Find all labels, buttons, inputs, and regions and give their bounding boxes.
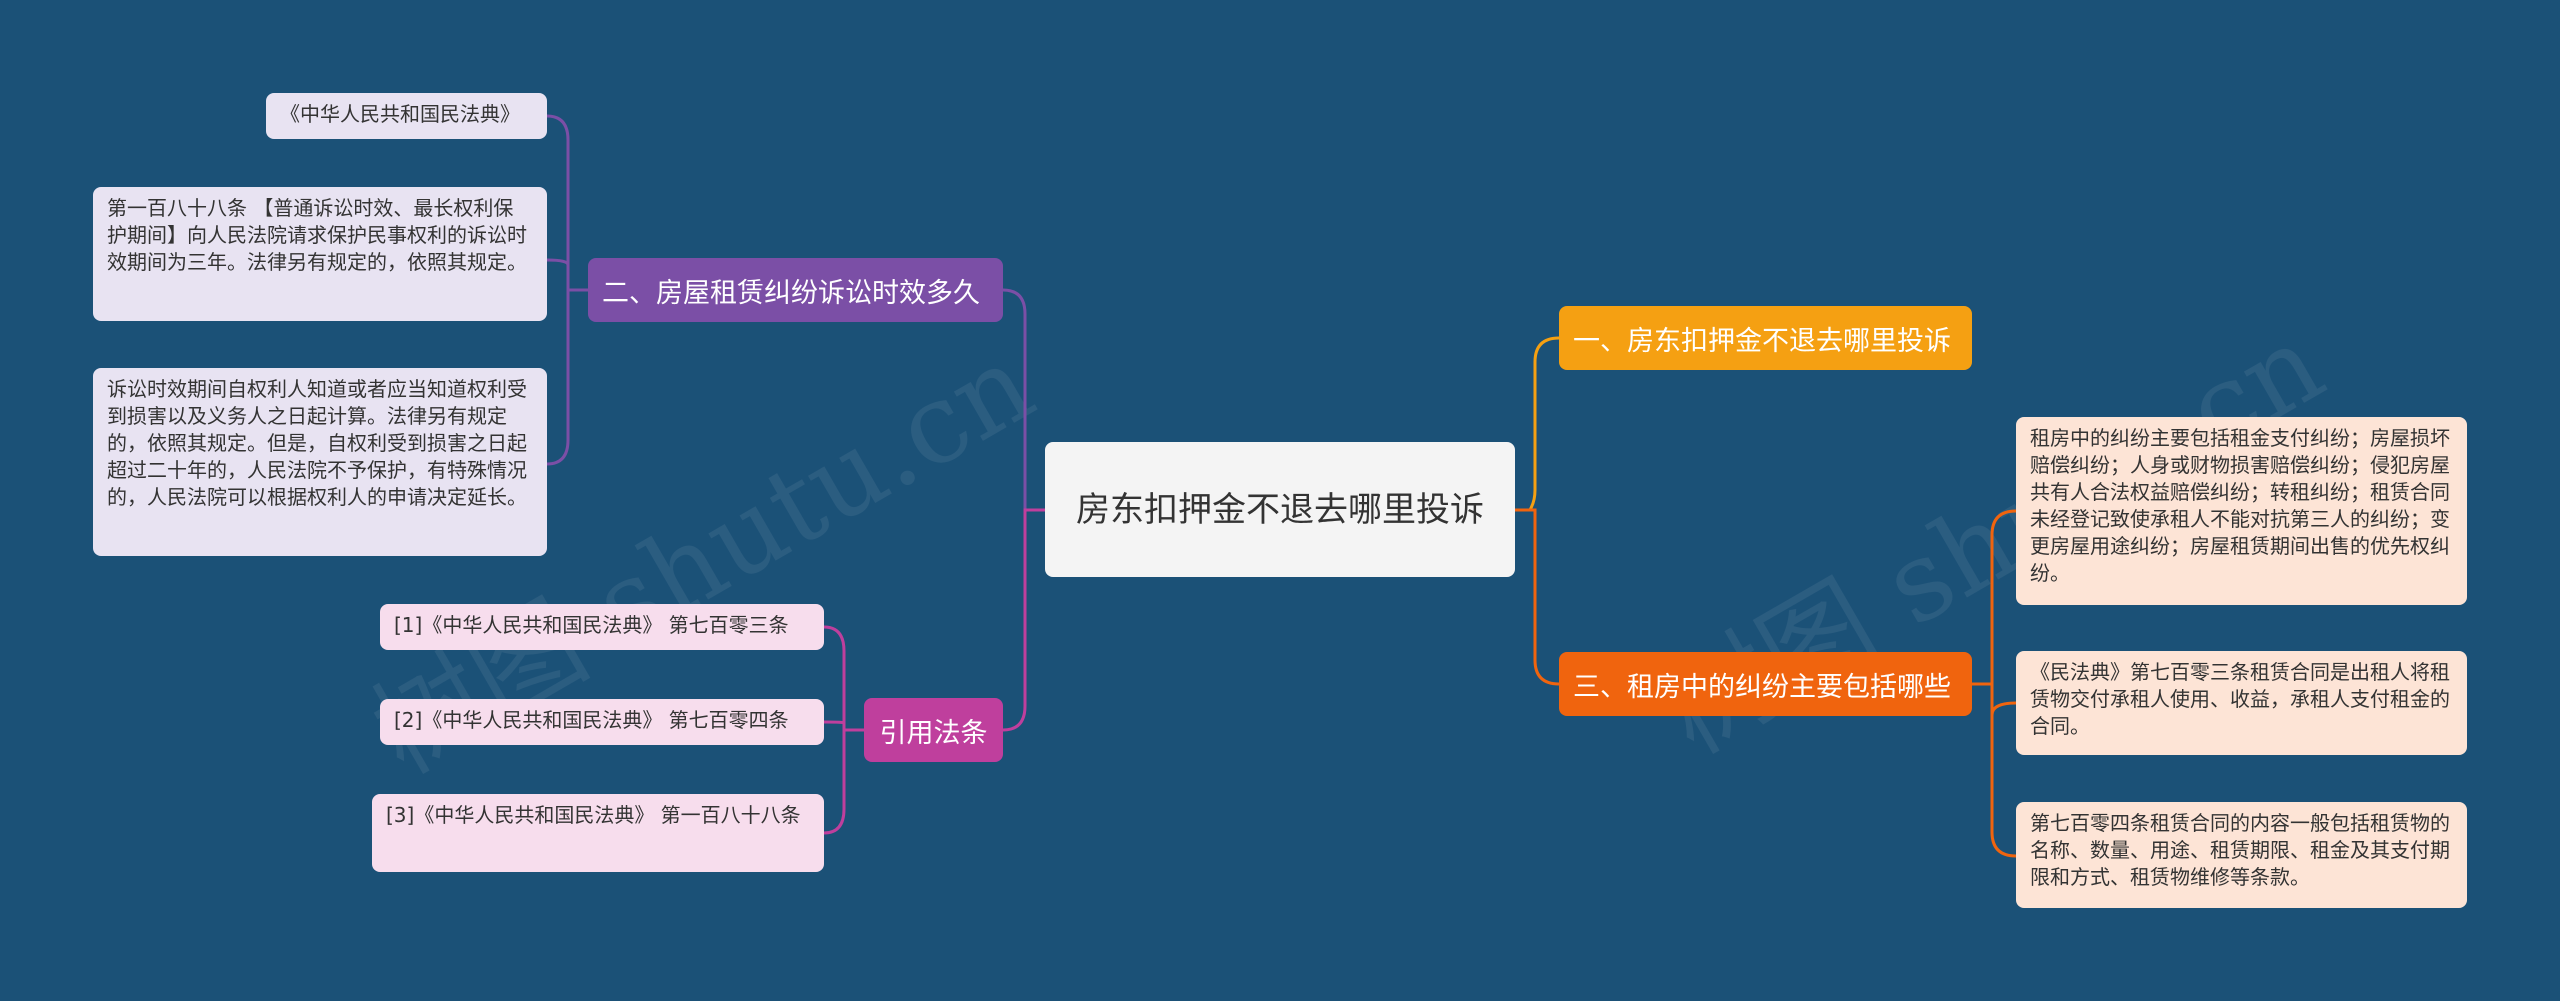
citation-item-text: [2]《中华人民共和国民法典》 第七百零四条 xyxy=(394,708,789,732)
branch-citations[interactable]: 引用法条 xyxy=(864,698,1003,762)
leaf-limitation-start-text: 诉讼时效期间自权利人知道或者应当知道权利受到损害以及义务人之日起计算。法律另有规… xyxy=(107,377,527,509)
link-branch2-leaf2 xyxy=(546,258,588,292)
link-branch3-leaf3 xyxy=(1972,682,2017,858)
leaf-article-703[interactable]: 《民法典》第七百零三条租赁合同是出租人将租赁物交付承租人使用、收益，承租人支付租… xyxy=(2016,651,2467,755)
leaf-dispute-types-text: 租房中的纠纷主要包括租金支付纠纷；房屋损坏赔偿纠纷；人身或财物损害赔偿纠纷；侵犯… xyxy=(2030,426,2450,585)
leaf-dispute-types[interactable]: 租房中的纠纷主要包括租金支付纠纷；房屋损坏赔偿纠纷；人身或财物损害赔偿纠纷；侵犯… xyxy=(2016,417,2467,605)
link-center-branch1 xyxy=(1515,336,1560,512)
leaf-article-704[interactable]: 第七百零四条租赁合同的内容一般包括租赁物的名称、数量、用途、租赁期限、租金及其支… xyxy=(2016,802,2467,908)
link-center-branch3 xyxy=(1515,508,1560,686)
leaf-article-188-text: 第一百八十八条 【普通诉讼时效、最长权利保护期间】向人民法院请求保护民事权利的诉… xyxy=(107,196,527,274)
link-citations-leaf3 xyxy=(823,728,864,835)
link-branch2-leaf3 xyxy=(546,288,588,466)
leaf-article-703-text: 《民法典》第七百零三条租赁合同是出租人将租赁物交付承租人使用、收益，承租人支付租… xyxy=(2030,660,2450,738)
branch-complaint-where-label: 一、房东扣押金不退去哪里投诉 xyxy=(1573,325,1951,357)
branch-rental-disputes[interactable]: 三、租房中的纠纷主要包括哪些 xyxy=(1559,652,1972,716)
citation-item-text: [1]《中华人民共和国民法典》 第七百零三条 xyxy=(394,613,789,637)
link-citations-leaf2 xyxy=(823,720,864,732)
leaf-civil-code-title[interactable]: 《中华人民共和国民法典》 xyxy=(266,93,547,139)
leaf-article-704-text: 第七百零四条租赁合同的内容一般包括租赁物的名称、数量、用途、租赁期限、租金及其支… xyxy=(2030,811,2450,889)
citation-item[interactable]: [2]《中华人民共和国民法典》 第七百零四条 xyxy=(380,699,824,745)
link-branch3-leaf2 xyxy=(1972,682,2017,716)
citation-item-text: [3]《中华人民共和国民法典》 第一百八十八条 xyxy=(386,803,801,827)
link-center-branch2 xyxy=(1002,288,1045,512)
branch-limitation-period[interactable]: 二、房屋租赁纠纷诉讼时效多久 xyxy=(588,258,1003,322)
leaf-limitation-start[interactable]: 诉讼时效期间自权利人知道或者应当知道权利受到损害以及义务人之日起计算。法律另有规… xyxy=(93,368,547,556)
link-center-citations xyxy=(1002,508,1045,732)
leaf-article-188[interactable]: 第一百八十八条 【普通诉讼时效、最长权利保护期间】向人民法院请求保护民事权利的诉… xyxy=(93,187,547,321)
citation-item[interactable]: [1]《中华人民共和国民法典》 第七百零三条 xyxy=(380,604,824,650)
citation-item[interactable]: [3]《中华人民共和国民法典》 第一百八十八条 xyxy=(372,794,824,872)
central-topic-label: 房东扣押金不退去哪里投诉 xyxy=(1076,489,1484,530)
leaf-civil-code-title-text: 《中华人民共和国民法典》 xyxy=(280,102,520,126)
link-branch2-leaf1 xyxy=(546,114,588,292)
link-branch3-leaf1 xyxy=(1972,509,2017,686)
link-citations-leaf1 xyxy=(823,625,864,732)
branch-rental-disputes-label: 三、租房中的纠纷主要包括哪些 xyxy=(1573,671,1951,703)
central-topic[interactable]: 房东扣押金不退去哪里投诉 xyxy=(1045,442,1515,577)
branch-complaint-where[interactable]: 一、房东扣押金不退去哪里投诉 xyxy=(1559,306,1972,370)
branch-citations-label: 引用法条 xyxy=(879,717,988,749)
branch-limitation-period-label: 二、房屋租赁纠纷诉讼时效多久 xyxy=(602,277,980,309)
